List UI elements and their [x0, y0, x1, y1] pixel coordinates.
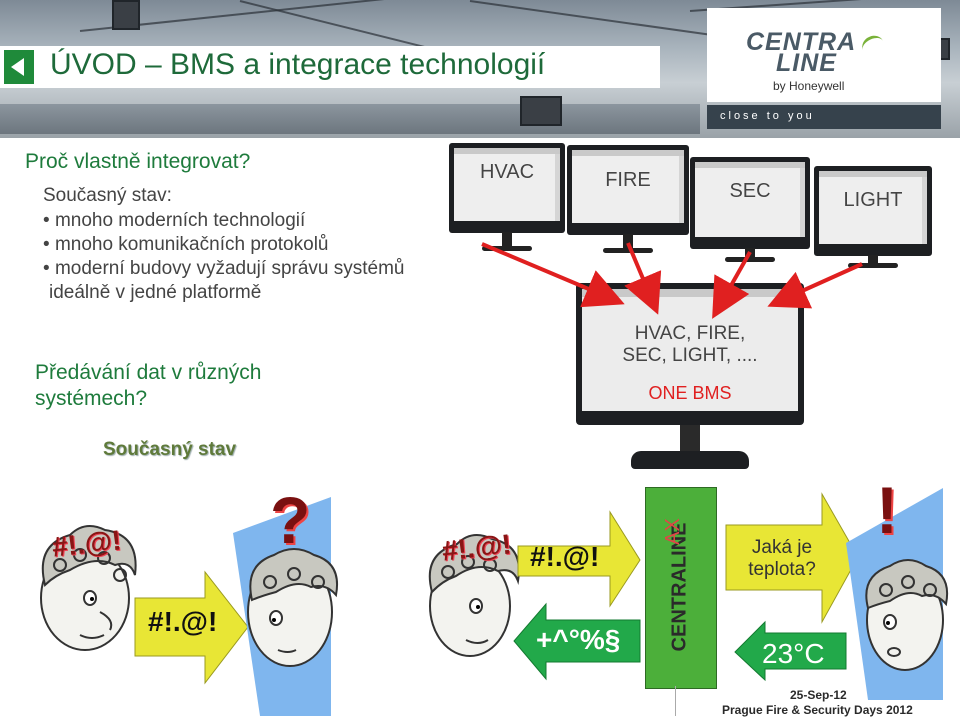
central-line1: HVAC, FIRE,	[634, 323, 746, 344]
transfer-question: Předávání dat v různých systémech?	[35, 360, 261, 412]
transfer-line2: systémech?	[35, 387, 148, 410]
monitor-foot	[725, 257, 775, 262]
monitor-sec: SEC	[690, 157, 810, 249]
central-monitor-stand	[680, 425, 700, 455]
monitor-foot	[603, 248, 653, 253]
logo-line2: LINE	[776, 49, 837, 77]
central-monitor-screen	[582, 289, 798, 411]
list-item: mnoho moderních technologií	[43, 209, 405, 233]
arrow-center-text: #!.@!	[530, 541, 600, 572]
back-arrow-icon[interactable]	[4, 50, 34, 84]
tagline: close to you	[720, 110, 815, 122]
banner-fixture	[520, 96, 562, 126]
monitor-hvac: HVAC	[449, 143, 565, 233]
footer-date: 25-Sep-12	[790, 688, 847, 702]
current-state-heading: Současný stav	[103, 439, 237, 460]
banner-beam	[469, 0, 708, 36]
intro-question: Proč vlastně integrovat?	[25, 150, 251, 173]
logo-line1: CENTRA	[746, 28, 857, 56]
footer-divider	[675, 686, 676, 716]
question-line1: Jaká je	[751, 537, 813, 558]
monitor-label: LIGHT	[843, 189, 903, 211]
monitor-screen	[819, 171, 927, 244]
logo-subtitle: by Honeywell	[773, 79, 845, 93]
monitor-screen	[572, 150, 684, 223]
central-monitor-foot	[631, 451, 749, 469]
list-item: mnoho komunikačních protokolů	[43, 233, 405, 257]
question-line2: teplota?	[748, 559, 816, 580]
banner-fixture	[112, 0, 140, 30]
arrow-back-text: +^°%§	[536, 624, 621, 655]
question-mark-icon: ?	[270, 483, 311, 557]
monitor-light: LIGHT	[814, 166, 932, 256]
tagline-bar	[707, 105, 941, 129]
centraline-panel	[645, 487, 717, 689]
exclamation-mark-icon: !	[876, 473, 898, 547]
monitor-stand	[623, 234, 633, 250]
monitor-screen	[695, 162, 805, 237]
monitor-label: FIRE	[605, 169, 651, 191]
confused-head-left	[247, 548, 338, 667]
centraline-logo: CENTRA LINE	[746, 30, 856, 77]
one-bms-label: ONE BMS	[648, 383, 732, 403]
ax-label: AX	[661, 518, 684, 545]
monitor-stand	[502, 232, 512, 248]
monitor-screen	[454, 148, 560, 221]
title-bar	[0, 46, 660, 88]
state-label: Současný stav:	[43, 185, 172, 206]
monitor-stand	[868, 255, 878, 265]
transfer-line1: Předávání dat v různých	[35, 361, 262, 384]
arrow-left-text: #!.@!	[148, 606, 218, 637]
page-title: ÚVOD – BMS a integrace technologií	[50, 48, 546, 81]
swear-text-right: #!.@!	[440, 528, 513, 567]
bullet-list: mnoho moderních technologií mnoho komuni…	[43, 209, 405, 305]
list-item: ideálně v jedné platformě	[49, 282, 262, 303]
monitor-foot	[482, 246, 532, 251]
temperature-value: 23°C	[762, 638, 825, 669]
swear-text-left: #!.@!	[50, 524, 123, 563]
monitor-fire: FIRE	[567, 145, 689, 235]
footer-event: Prague Fire & Security Days 2012	[722, 703, 913, 717]
list-item: moderní budovy vyžadují správu systémů	[43, 257, 405, 281]
monitor-label: SEC	[729, 180, 771, 202]
question-text: Jaká je teplota?	[740, 537, 824, 581]
central-monitor-systems: HVAC, FIRE, SEC, LIGHT, ....	[576, 323, 804, 367]
monitor-foot	[848, 263, 898, 268]
logo-box	[707, 8, 941, 102]
monitor-label: HVAC	[479, 161, 535, 183]
banner-skyline	[0, 104, 700, 134]
surprised-head-right	[865, 559, 948, 671]
central-monitor: HVAC, FIRE, SEC, LIGHT, .... ONE BMS	[576, 283, 804, 469]
central-line2: SEC, LIGHT, ....	[622, 345, 758, 366]
